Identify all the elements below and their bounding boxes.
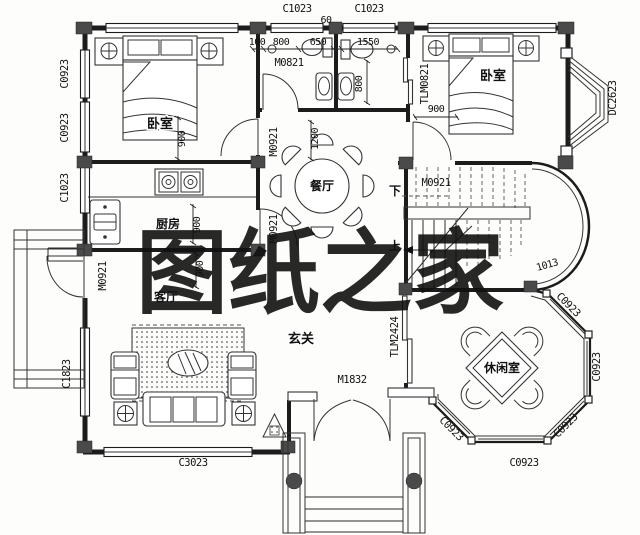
stair-up-label: 上	[389, 238, 401, 253]
bedroom2-top-window	[427, 22, 557, 34]
window-label-bath2: C1023	[354, 3, 383, 15]
bath2-toilet	[340, 39, 374, 60]
end-table-left	[113, 401, 138, 426]
room-label-leisure: 休闲室	[483, 360, 520, 375]
left-window-c1823	[79, 327, 91, 417]
stair-lower-flight	[411, 220, 457, 288]
loveseat-left	[110, 351, 140, 400]
doors	[46, 57, 452, 442]
windows	[79, 22, 609, 458]
sofa-main	[142, 391, 226, 427]
bath1-toilet	[301, 37, 333, 58]
window-label-left-lower: C0923	[59, 113, 71, 142]
kitchen-sink	[89, 199, 121, 245]
side-porch	[13, 229, 85, 389]
watermark-text: 图纸之家	[136, 219, 504, 327]
window-label-left-living: C1823	[61, 359, 73, 388]
stair-under-curve	[466, 220, 522, 268]
dimension-lines	[174, 45, 460, 290]
porch-pier-right	[402, 432, 426, 534]
bath2-top-window	[342, 22, 396, 34]
side-door	[46, 255, 84, 298]
window-label-leisure-s: C0923	[509, 457, 538, 469]
bath2-sliding-door	[402, 57, 414, 105]
door-label-side: M0921	[97, 261, 109, 290]
sofa-set	[110, 324, 257, 427]
door-label-bath1: M0821	[274, 57, 303, 69]
dim-650: 650	[310, 37, 327, 48]
dim-living-900: 900	[195, 260, 206, 277]
bath2-basin	[337, 72, 355, 101]
dim-dining-1200: 1200	[310, 127, 321, 150]
dining-chairs	[269, 133, 375, 239]
dim-stair-1013: 1013	[535, 257, 560, 274]
room-label-foyer: 玄关	[288, 331, 314, 346]
door-label-bath2-sliding: TLM0821	[419, 63, 431, 104]
stair-up-arrow	[403, 225, 473, 254]
bottom-window-c3023	[103, 446, 253, 458]
dim-60: 60	[320, 15, 332, 26]
bath1-door	[262, 73, 299, 110]
bed-bedroom2	[422, 33, 540, 135]
bath1-top-window	[270, 22, 324, 34]
dining-table	[269, 133, 375, 239]
stair-break-line	[404, 207, 469, 285]
dim-bedroom2-900: 900	[428, 104, 445, 115]
window-label-leisure-e: C0923	[591, 352, 603, 381]
room-label-bedroom-left: 卧室	[147, 116, 173, 131]
bath1-basin	[315, 72, 333, 101]
porch	[13, 229, 426, 534]
door-label-leisure-sliding: TLM2424	[389, 316, 401, 357]
bedroom2-door	[412, 121, 452, 161]
end-table-right	[231, 401, 256, 426]
dim-1550: 1550	[357, 37, 380, 48]
window-label-leisure-sw: C0923	[437, 414, 466, 443]
left-window-c0923b	[79, 101, 91, 153]
bed-bedroom1	[94, 35, 224, 141]
room-label-bedroom-right: 卧室	[480, 68, 506, 83]
labels: 卧室 卧室 厨房 餐厅 客厅 玄关 休闲室 下 上 C1023 C1023 C0…	[59, 3, 619, 469]
porch-steps	[305, 496, 403, 533]
bedroom1-door	[220, 118, 259, 157]
room-label-living: 客厅	[153, 289, 178, 304]
stove	[154, 168, 204, 196]
door-label-entry: M1832	[337, 374, 366, 386]
stair-landing	[403, 206, 531, 220]
stair-down-label: 下	[389, 184, 401, 198]
left-window-c0923a	[79, 49, 91, 99]
door-label-bedroom1: M0921	[268, 127, 280, 156]
window-label-bay: DC2623	[607, 80, 619, 115]
staircase	[402, 167, 531, 288]
porch-pier-left	[282, 432, 306, 534]
entry-double-door	[287, 387, 435, 442]
room-label-dining: 餐厅	[310, 178, 334, 193]
bedroom1-top-window	[105, 22, 239, 34]
dim-800: 800	[273, 37, 290, 48]
window-label-left-kitchen: C1023	[59, 173, 71, 202]
dim-100: 100	[249, 37, 266, 48]
door-label-kitchen: M0921	[268, 214, 280, 243]
dim-bath2-800: 800	[354, 75, 365, 92]
leisure-chairs	[460, 326, 544, 410]
leisure-windows	[428, 289, 593, 445]
leisure-table	[460, 326, 544, 410]
fixtures	[88, 33, 544, 438]
loveseat-right	[227, 351, 257, 400]
window-label-left-upper: C0923	[59, 59, 71, 88]
leisure-sliding-door	[401, 295, 413, 384]
door-label-stair: M0921	[421, 177, 450, 189]
room-label-kitchen: 厨房	[156, 216, 180, 231]
triangle-marker	[262, 412, 287, 438]
dim-kitchen-900: 900	[192, 216, 203, 233]
window-label-bottom: C3023	[178, 457, 207, 469]
dim-bedroom1-900: 900	[177, 130, 188, 147]
window-label-bath1: C1023	[282, 3, 311, 15]
